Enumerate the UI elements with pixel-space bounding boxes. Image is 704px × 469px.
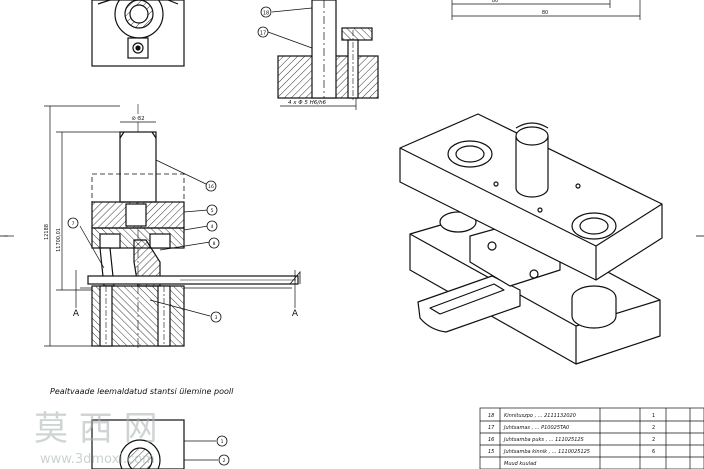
dim-height-left: 12188 [44, 224, 50, 240]
bom-row-name: Juhtsamba puks , ... 11102512S [503, 437, 585, 443]
top-middle-balloons: 18 17 4 x Φ 5 H6/h6 [257, 6, 327, 106]
watermark-url: www.3dmoxi.com [40, 452, 155, 467]
section-label-left: A [73, 309, 80, 319]
balloon-7: 7 [72, 221, 75, 227]
bom-row-pos: 18 [488, 413, 494, 419]
bom-row-name: Kinnituszpo , ... 2111132020 [504, 413, 576, 419]
bom-row-name: Muud kuulad [504, 461, 537, 467]
bom-row-pos: 15 [488, 449, 494, 455]
balloon-18-top: 18 [263, 11, 269, 17]
dim-top-right-1: 80 [492, 0, 498, 4]
balloon-5: 5 [211, 208, 214, 214]
left-dimension-lines [4, 105, 296, 347]
section-view [87, 104, 301, 350]
balloon-16: 16 [208, 184, 214, 190]
balloon-3: 3 [215, 315, 218, 321]
bom-row-name: Juhtsamba kinnik , ... 1110025125 [503, 449, 590, 455]
section-balloons [67, 180, 222, 323]
dim-top-right-2: 80 [542, 10, 548, 16]
bom-row-qty: 1 [652, 413, 655, 419]
bom-table [479, 407, 704, 469]
balloon-4: 4 [211, 224, 214, 230]
watermark-cn: 莫 西 网 [34, 409, 158, 449]
isometric-assembly [399, 113, 663, 365]
holes-spec: 4 x Φ 5 H6/h6 [288, 100, 327, 106]
caption: Pealtvaade leemaldatud stantsi ülemine p… [50, 387, 234, 396]
bom-rows: 18 Kinnituszpo , ... 2111132020 1 17 Juh… [488, 413, 655, 467]
top-right-dimensions [451, 0, 641, 20]
balloon-8: 8 [213, 241, 216, 247]
balloon-2: 2 [223, 458, 226, 464]
top-left-view [91, 0, 185, 67]
top-middle-section [267, 0, 379, 110]
section-label-right: A [292, 309, 299, 319]
bom-row-qty: 2 [652, 425, 655, 431]
bom-row-qty: 6 [652, 449, 655, 455]
balloon-1: 1 [221, 439, 224, 445]
dim-dia-top: ⊘ 32 [131, 116, 144, 122]
bom-row-name: Juhtsamas , ... P10025TA0 [503, 425, 569, 431]
balloon-17-top: 17 [260, 31, 266, 37]
bom-row-qty: 2 [652, 437, 655, 443]
bottom-plan-view [91, 419, 218, 469]
bom-row-pos: 16 [488, 437, 494, 443]
bom-row-pos: 17 [488, 425, 495, 431]
dim-height-left-2: 11700,01 [56, 228, 62, 252]
